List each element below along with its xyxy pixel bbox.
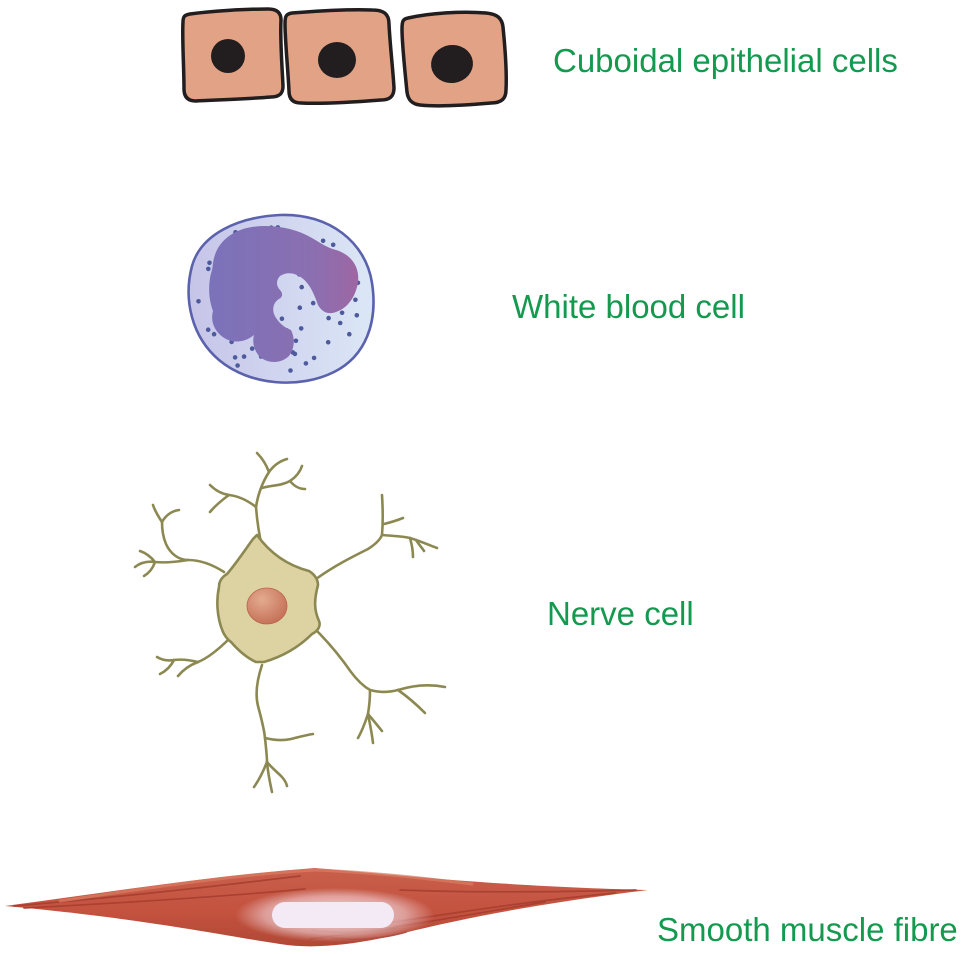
epithelial-nuclei bbox=[211, 39, 473, 84]
nerve-cell-illustration bbox=[133, 451, 447, 794]
muscle-highlight bbox=[58, 868, 474, 903]
label-cuboidal-epithelial-cells: Cuboidal epithelial cells bbox=[553, 42, 898, 79]
smooth-muscle-fibre-illustration bbox=[5, 868, 648, 947]
muscle-nucleus bbox=[272, 902, 394, 928]
nerve-dendrites bbox=[133, 451, 447, 794]
wbc-nucleus bbox=[209, 226, 359, 362]
label-nerve-cell: Nerve cell bbox=[547, 595, 694, 632]
white-blood-cell-illustration bbox=[187, 213, 375, 384]
cuboidal-epithelial-cells-illustration bbox=[180, 7, 508, 108]
nerve-nucleus bbox=[246, 587, 288, 625]
label-white-blood-cell: White blood cell bbox=[512, 288, 745, 325]
label-smooth-muscle-fibre: Smooth muscle fibre bbox=[657, 911, 958, 948]
